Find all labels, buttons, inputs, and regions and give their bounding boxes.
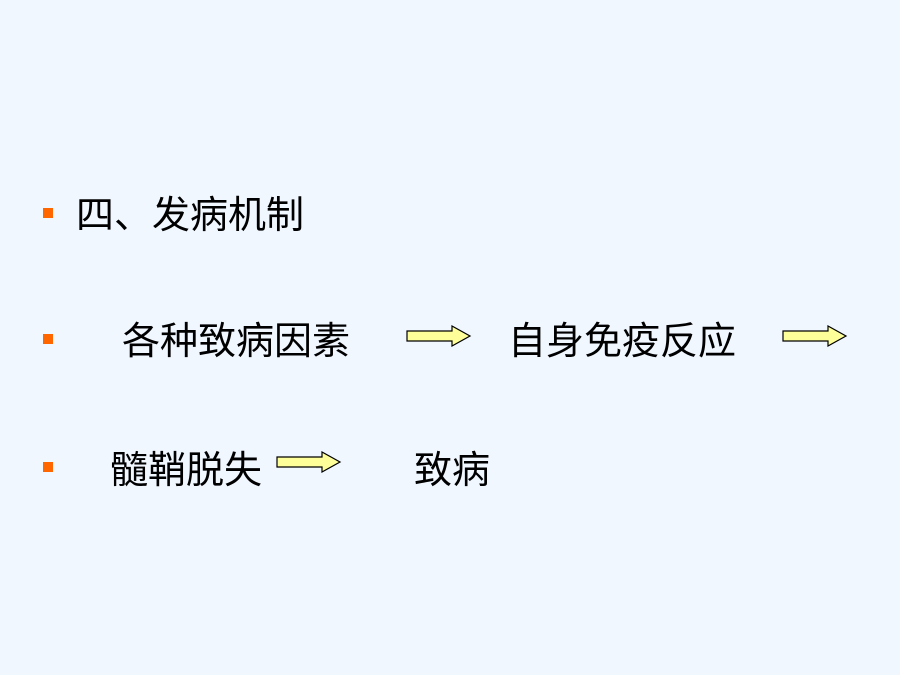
line1-right-text: 自身免疫反应 — [508, 319, 737, 363]
line2-left-text: 髓鞘脱失 — [110, 448, 263, 492]
square-bullet-icon — [43, 334, 53, 344]
right-arrow-icon — [276, 451, 342, 473]
right-arrow-icon — [782, 325, 848, 347]
line2-right-text: 致病 — [414, 448, 491, 492]
right-arrow-icon — [406, 325, 472, 347]
slide-heading: 四、发病机制 — [76, 193, 305, 237]
line1-left-text: 各种致病因素 — [122, 319, 351, 363]
square-bullet-icon — [43, 462, 53, 472]
square-bullet-icon — [43, 208, 53, 218]
